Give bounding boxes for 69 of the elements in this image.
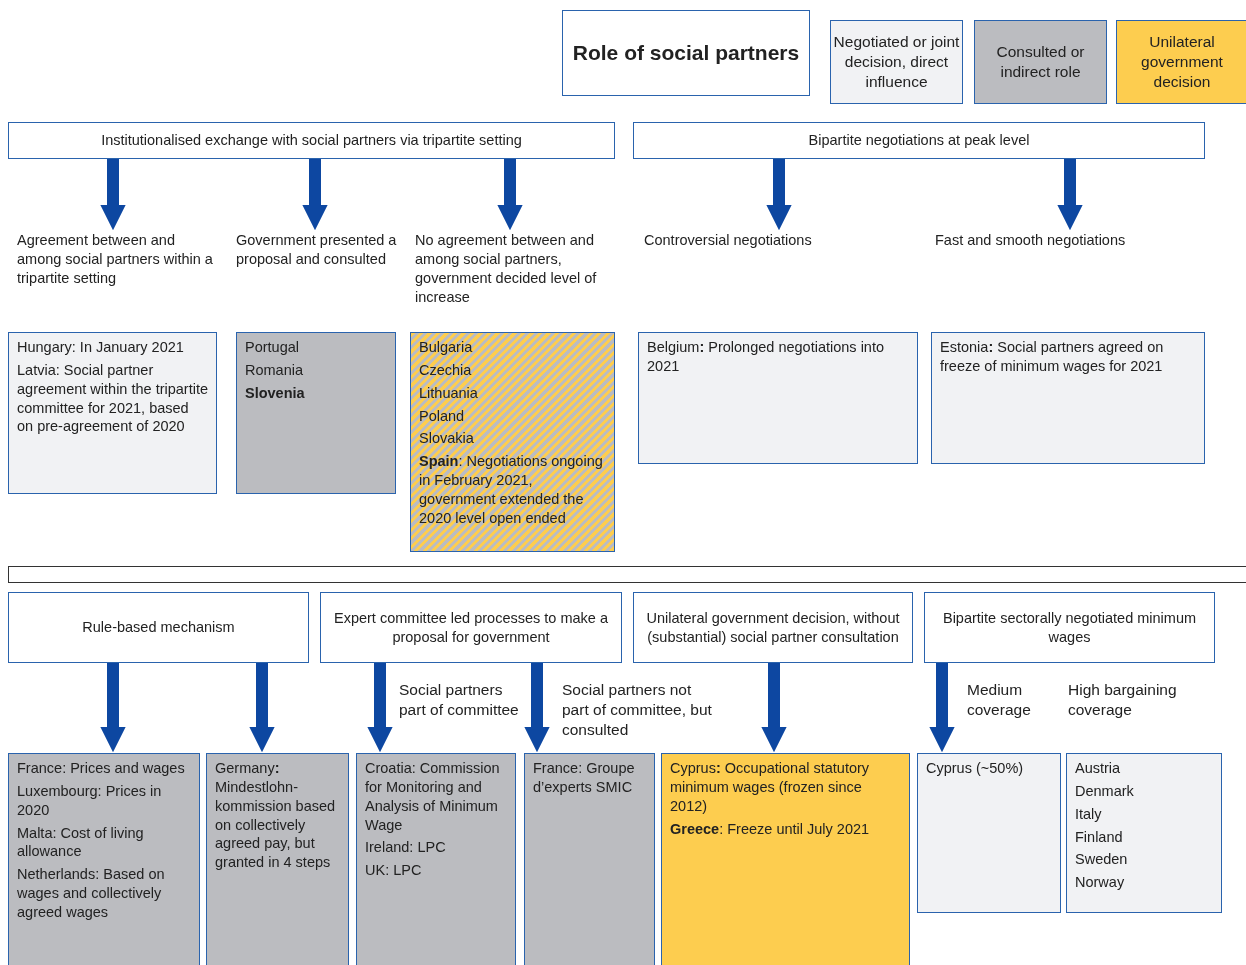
box-text: Lithuania: [419, 383, 479, 403]
category-header: Bipartite sectorally negotiated minimum wages: [924, 592, 1215, 663]
country-box: [8, 332, 217, 494]
description-text: Agreement between and among social partners within a tripartite setting: [17, 231, 222, 301]
box-text: Portugal: [245, 338, 300, 357]
down-arrow: [100, 663, 126, 753]
category-header: Bipartite negotiations at peak level: [633, 122, 1205, 159]
category-header: Unilateral government decision, without (substantial) social partner consultation: [633, 592, 913, 663]
box-text: Norway: [1075, 873, 1126, 893]
legend-label: Unilateral government decision: [1140, 31, 1224, 93]
box-text: Slovakia: [419, 429, 475, 449]
down-arrow: [1057, 159, 1083, 231]
description-text: Controversial negotiations: [644, 231, 874, 256]
country-box: [8, 753, 200, 965]
box-text: Hungary: In January 2021: [17, 338, 185, 357]
description-text: No agreement between and among social partners, government decided level of increase: [415, 231, 620, 321]
down-arrow: [524, 663, 550, 753]
box-text: Greece: Freeze until July 2021: [670, 819, 871, 839]
box-text: Sweden: [1075, 850, 1129, 870]
box-text: Italy: [1075, 804, 1103, 824]
box-text: France: Groupe d’experts SMIC: [533, 759, 636, 797]
category-header: Institutionalised exchange with social partners via tripartite setting: [8, 122, 615, 159]
box-text: UK: LPC: [365, 861, 423, 881]
legend-label: Negotiated or joint decision, direct influence: [833, 31, 960, 93]
description-text: Government presented a proposal and consulted: [236, 231, 404, 301]
down-arrow: [367, 663, 393, 753]
down-arrow: [249, 663, 275, 753]
box-text: Cyprus: Occupational statutory minimum wages (frozen since 2012): [670, 759, 871, 816]
box-text: Estonia: Social partners agreed on freeze of minimum wages for 2021: [940, 338, 1165, 376]
box-text: Austria: [1075, 759, 1122, 778]
box-text: Latvia: Social partner agreement within the tripartite committee for 2021, based on pre-agreement of 2020: [17, 360, 208, 437]
box-text: Romania: [245, 360, 305, 380]
box-text: Cyprus (~50%): [926, 759, 1025, 778]
box-text: Finland: [1075, 827, 1124, 847]
description-text: Fast and smooth negotiations: [935, 231, 1185, 256]
box-text: Ireland: LPC: [365, 838, 447, 858]
box-text: Poland: [419, 406, 466, 426]
category-header: Rule-based mechanism: [8, 592, 309, 663]
down-arrow: [497, 159, 523, 231]
country-box: [1066, 753, 1222, 913]
box-text: Slovenia: [245, 383, 306, 403]
down-arrow: [302, 159, 328, 231]
box-text: Germany: Mindestlohn-kommission based on collectively agreed pay, but granted in 4 steps: [215, 759, 337, 873]
box-text: France: Prices and wages: [17, 759, 186, 778]
category-header: Role of social partners: [562, 10, 810, 96]
country-box: [917, 753, 1061, 913]
legend-label: Consulted or indirect role: [995, 41, 1086, 82]
down-arrow: [100, 159, 126, 231]
down-arrow: [929, 663, 955, 753]
country-box: [236, 332, 396, 494]
down-arrow: [761, 663, 787, 753]
down-arrow: [766, 159, 792, 231]
box-text: Czechia: [419, 360, 473, 380]
box-text: Netherlands: Based on wages and collectively agreed wages: [17, 865, 166, 922]
country-box: [410, 332, 615, 552]
country-box: [931, 332, 1205, 464]
country-box: [356, 753, 516, 965]
box-text: Malta: Cost of living allowance: [17, 823, 145, 862]
box-text: Denmark: [1075, 781, 1135, 801]
box-text: Bulgaria: [419, 338, 474, 357]
box-text: Luxembourg: Prices in 2020: [17, 781, 163, 820]
country-box: [524, 753, 655, 965]
box-text: Belgium: Prolonged negotiations into 2021: [647, 338, 885, 376]
country-box: [661, 753, 910, 965]
country-box: [206, 753, 349, 965]
box-text: Croatia: Commission for Monitoring and Analysis of Minimum Wage: [365, 759, 501, 835]
category-header: Expert committee led processes to make a proposal for government: [320, 592, 622, 663]
country-box: [638, 332, 918, 464]
divider-band: [8, 566, 1246, 583]
